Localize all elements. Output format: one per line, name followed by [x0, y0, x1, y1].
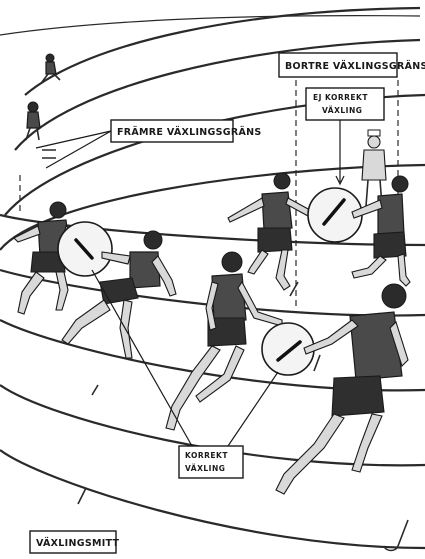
mark [78, 488, 86, 504]
label-framre-group: FRÄMRE VÄXLINGSGRÄNS [36, 120, 262, 168]
label-ej-korrekt-line2: VÄXLING [322, 106, 362, 115]
official-figure [362, 130, 386, 206]
far-runner-2 [26, 102, 40, 140]
lane-line-1 [25, 8, 420, 95]
label-bortre-group: BORTRE VÄXLINGSGRÄNS [279, 53, 425, 77]
mark [314, 355, 320, 371]
label-vaxlingsmitt: VÄXLINGSMITT [36, 538, 120, 549]
exchange-circle-left [58, 222, 112, 276]
runner-lane4-middle [228, 173, 322, 290]
mark [384, 520, 408, 551]
label-ej-korrekt-line1: EJ KORREKT [313, 93, 368, 102]
label-korrekt-line1: KORREKT [185, 451, 228, 460]
mark [92, 385, 98, 395]
mark [290, 282, 298, 296]
label-korrekt-line2: VÄXLING [185, 464, 225, 473]
label-bortre-vaxlingsgrans: BORTRE VÄXLINGSGRÄNS [285, 61, 425, 72]
label-framre-vaxlingsgrans: FRÄMRE VÄXLINGSGRÄNS [117, 127, 262, 138]
mark [42, 150, 56, 158]
label-vaxlingsmitt-group: VÄXLINGSMITT [30, 531, 120, 553]
pointer-arrow-incorrect [336, 120, 344, 184]
